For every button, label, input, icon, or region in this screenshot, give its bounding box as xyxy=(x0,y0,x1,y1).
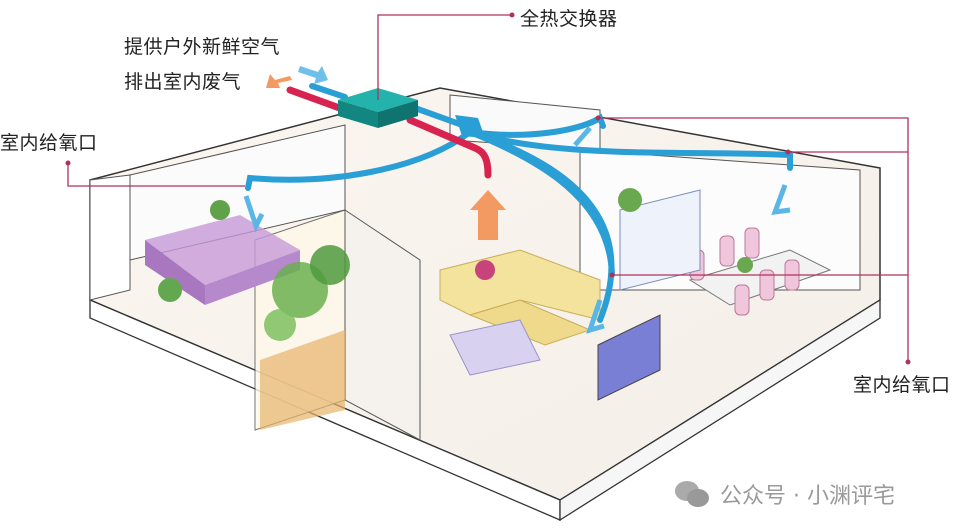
supply-ducts xyxy=(245,83,793,323)
supply-arrow-icon xyxy=(771,184,791,216)
watermark: 公众号 · 小渊评宅 xyxy=(672,478,895,510)
dining-area xyxy=(618,188,832,316)
heat-exchanger-label: 全热交换器 xyxy=(520,8,618,30)
oxygen-outlet-label-right: 室内给氧口 xyxy=(853,374,951,396)
supply-arrow-icon xyxy=(573,126,592,147)
exhaust-arrow-icon xyxy=(266,74,292,88)
television xyxy=(597,314,661,401)
exhaust-duct xyxy=(286,86,492,179)
watermark-text: 公众号 · 小渊评宅 xyxy=(720,484,895,509)
wechat-icon xyxy=(672,479,712,509)
exhaust-up-arrow-icon xyxy=(470,190,506,240)
fresh-air-label: 提供户外新鲜空气 xyxy=(124,36,281,58)
fresh-air-arrow-icon xyxy=(298,66,328,84)
exhaust-air-label: 排出室内废气 xyxy=(124,71,242,93)
leader-lines xyxy=(67,14,909,362)
duct-splitter xyxy=(455,115,485,138)
leader-dots xyxy=(65,12,911,365)
bedroom xyxy=(145,200,300,305)
living-room-sofa xyxy=(439,249,601,376)
indoor-garden xyxy=(260,245,350,430)
oxygen-outlet-label-left: 室内给氧口 xyxy=(0,132,98,154)
supply-arrow-icon xyxy=(586,299,605,334)
airflow-arrows xyxy=(243,66,791,334)
supply-arrow-icon xyxy=(243,195,265,233)
